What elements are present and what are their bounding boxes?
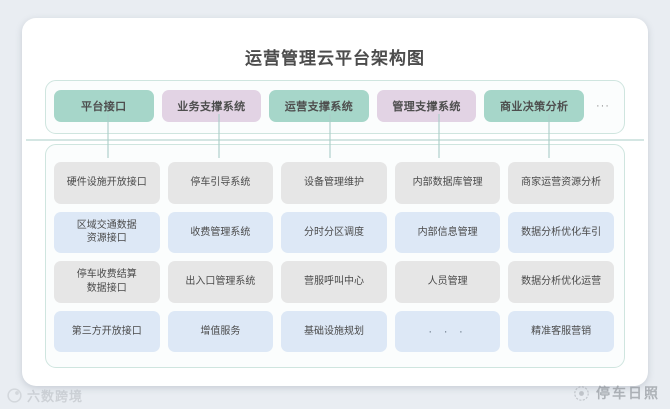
module-grid: 硬件设施开放接口 停车引导系统 设备管理维护 内部数据库管理 商家运营资源分析 … (22, 144, 646, 366)
page-title: 运营管理云平台架构图 (245, 49, 425, 68)
grid-cell[interactable]: 出入口管理系统 (167, 261, 274, 303)
grid-row: 区域交通数据 资源接口 收费管理系统 分时分区调度 内部信息管理 数据分析优化车… (54, 211, 614, 253)
top-box-label: 业务支撑系统 (177, 101, 246, 113)
grid-cell[interactable]: 区域交通数据 资源接口 (54, 211, 160, 253)
watermark-right-label: 停车日照 (596, 385, 660, 401)
grid-cell[interactable]: 增值服务 (167, 310, 274, 352)
grid-cell[interactable]: 内部数据库管理 (394, 162, 501, 204)
grid-cell[interactable]: 营服呼叫中心 (281, 261, 387, 303)
grid-cell[interactable]: 收费管理系统 (167, 211, 274, 253)
watermark-right-logo-icon (574, 385, 589, 401)
watermark-left-logo-icon (7, 388, 22, 403)
grid-row: 硬件设施开放接口 停车引导系统 设备管理维护 内部数据库管理 商家运营资源分析 (54, 162, 614, 204)
top-layer-row: 平台接口 业务支撑系统 运营支撑系统 管理支撑系统 商业决策分析 ··· (22, 80, 646, 132)
diagram-card: 运营管理云平台架构图 平台接口 业务支撑系统 运营支撑系统 管理支撑系统 商业决… (22, 18, 648, 386)
top-box-management-support[interactable]: 管理支撑系统 (376, 90, 477, 122)
watermark-right: 停车日照 (573, 383, 660, 403)
grid-cell[interactable]: 内部信息管理 (394, 211, 501, 253)
top-box-platform-interface[interactable]: 平台接口 (54, 90, 154, 122)
grid-cell[interactable]: 分时分区调度 (281, 211, 387, 253)
grid-cell[interactable]: 商家运营资源分析 (508, 162, 614, 204)
top-box-label: 商业决策分析 (499, 101, 569, 113)
top-box-label: 管理支撑系统 (392, 101, 461, 113)
grid-cell[interactable]: 数据分析优化运营 (508, 261, 614, 303)
grid-cell[interactable]: 停车引导系统 (167, 162, 274, 204)
grid-cell[interactable]: 第三方开放接口 (54, 310, 160, 352)
top-box-business-support[interactable]: 业务支撑系统 (161, 90, 262, 122)
grid-row: 停车收费结算 数据接口 出入口管理系统 营服呼叫中心 人员管理 数据分析优化运营 (54, 261, 614, 303)
grid-cell-overflow-ellipsis[interactable]: · · · (394, 310, 501, 352)
watermark-left: 六数跨境 (6, 386, 83, 405)
grid-cell[interactable]: 人员管理 (394, 261, 501, 303)
grid-cell[interactable]: 数据分析优化车引 (508, 211, 614, 253)
grid-cell[interactable]: 停车收费结算 数据接口 (54, 261, 160, 303)
top-box-operation-support[interactable]: 运营支撑系统 (269, 90, 369, 122)
watermark-left-label: 六数跨境 (27, 389, 84, 404)
top-box-label: 平台接口 (80, 101, 127, 113)
grid-cell[interactable]: 精准客服营销 (508, 310, 614, 352)
grid-cell[interactable]: 设备管理维护 (281, 162, 387, 204)
top-row-overflow-ellipsis[interactable]: ··· (595, 100, 610, 112)
top-box-label: 运营支撑系统 (284, 101, 354, 113)
grid-row: 第三方开放接口 增值服务 基础设施规划 · · · 精准客服营销 (54, 310, 614, 352)
grid-cell[interactable]: 硬件设施开放接口 (54, 162, 160, 204)
top-box-business-decision-analysis[interactable]: 商业决策分析 (484, 90, 584, 122)
grid-cell[interactable]: 基础设施规划 (281, 310, 387, 352)
